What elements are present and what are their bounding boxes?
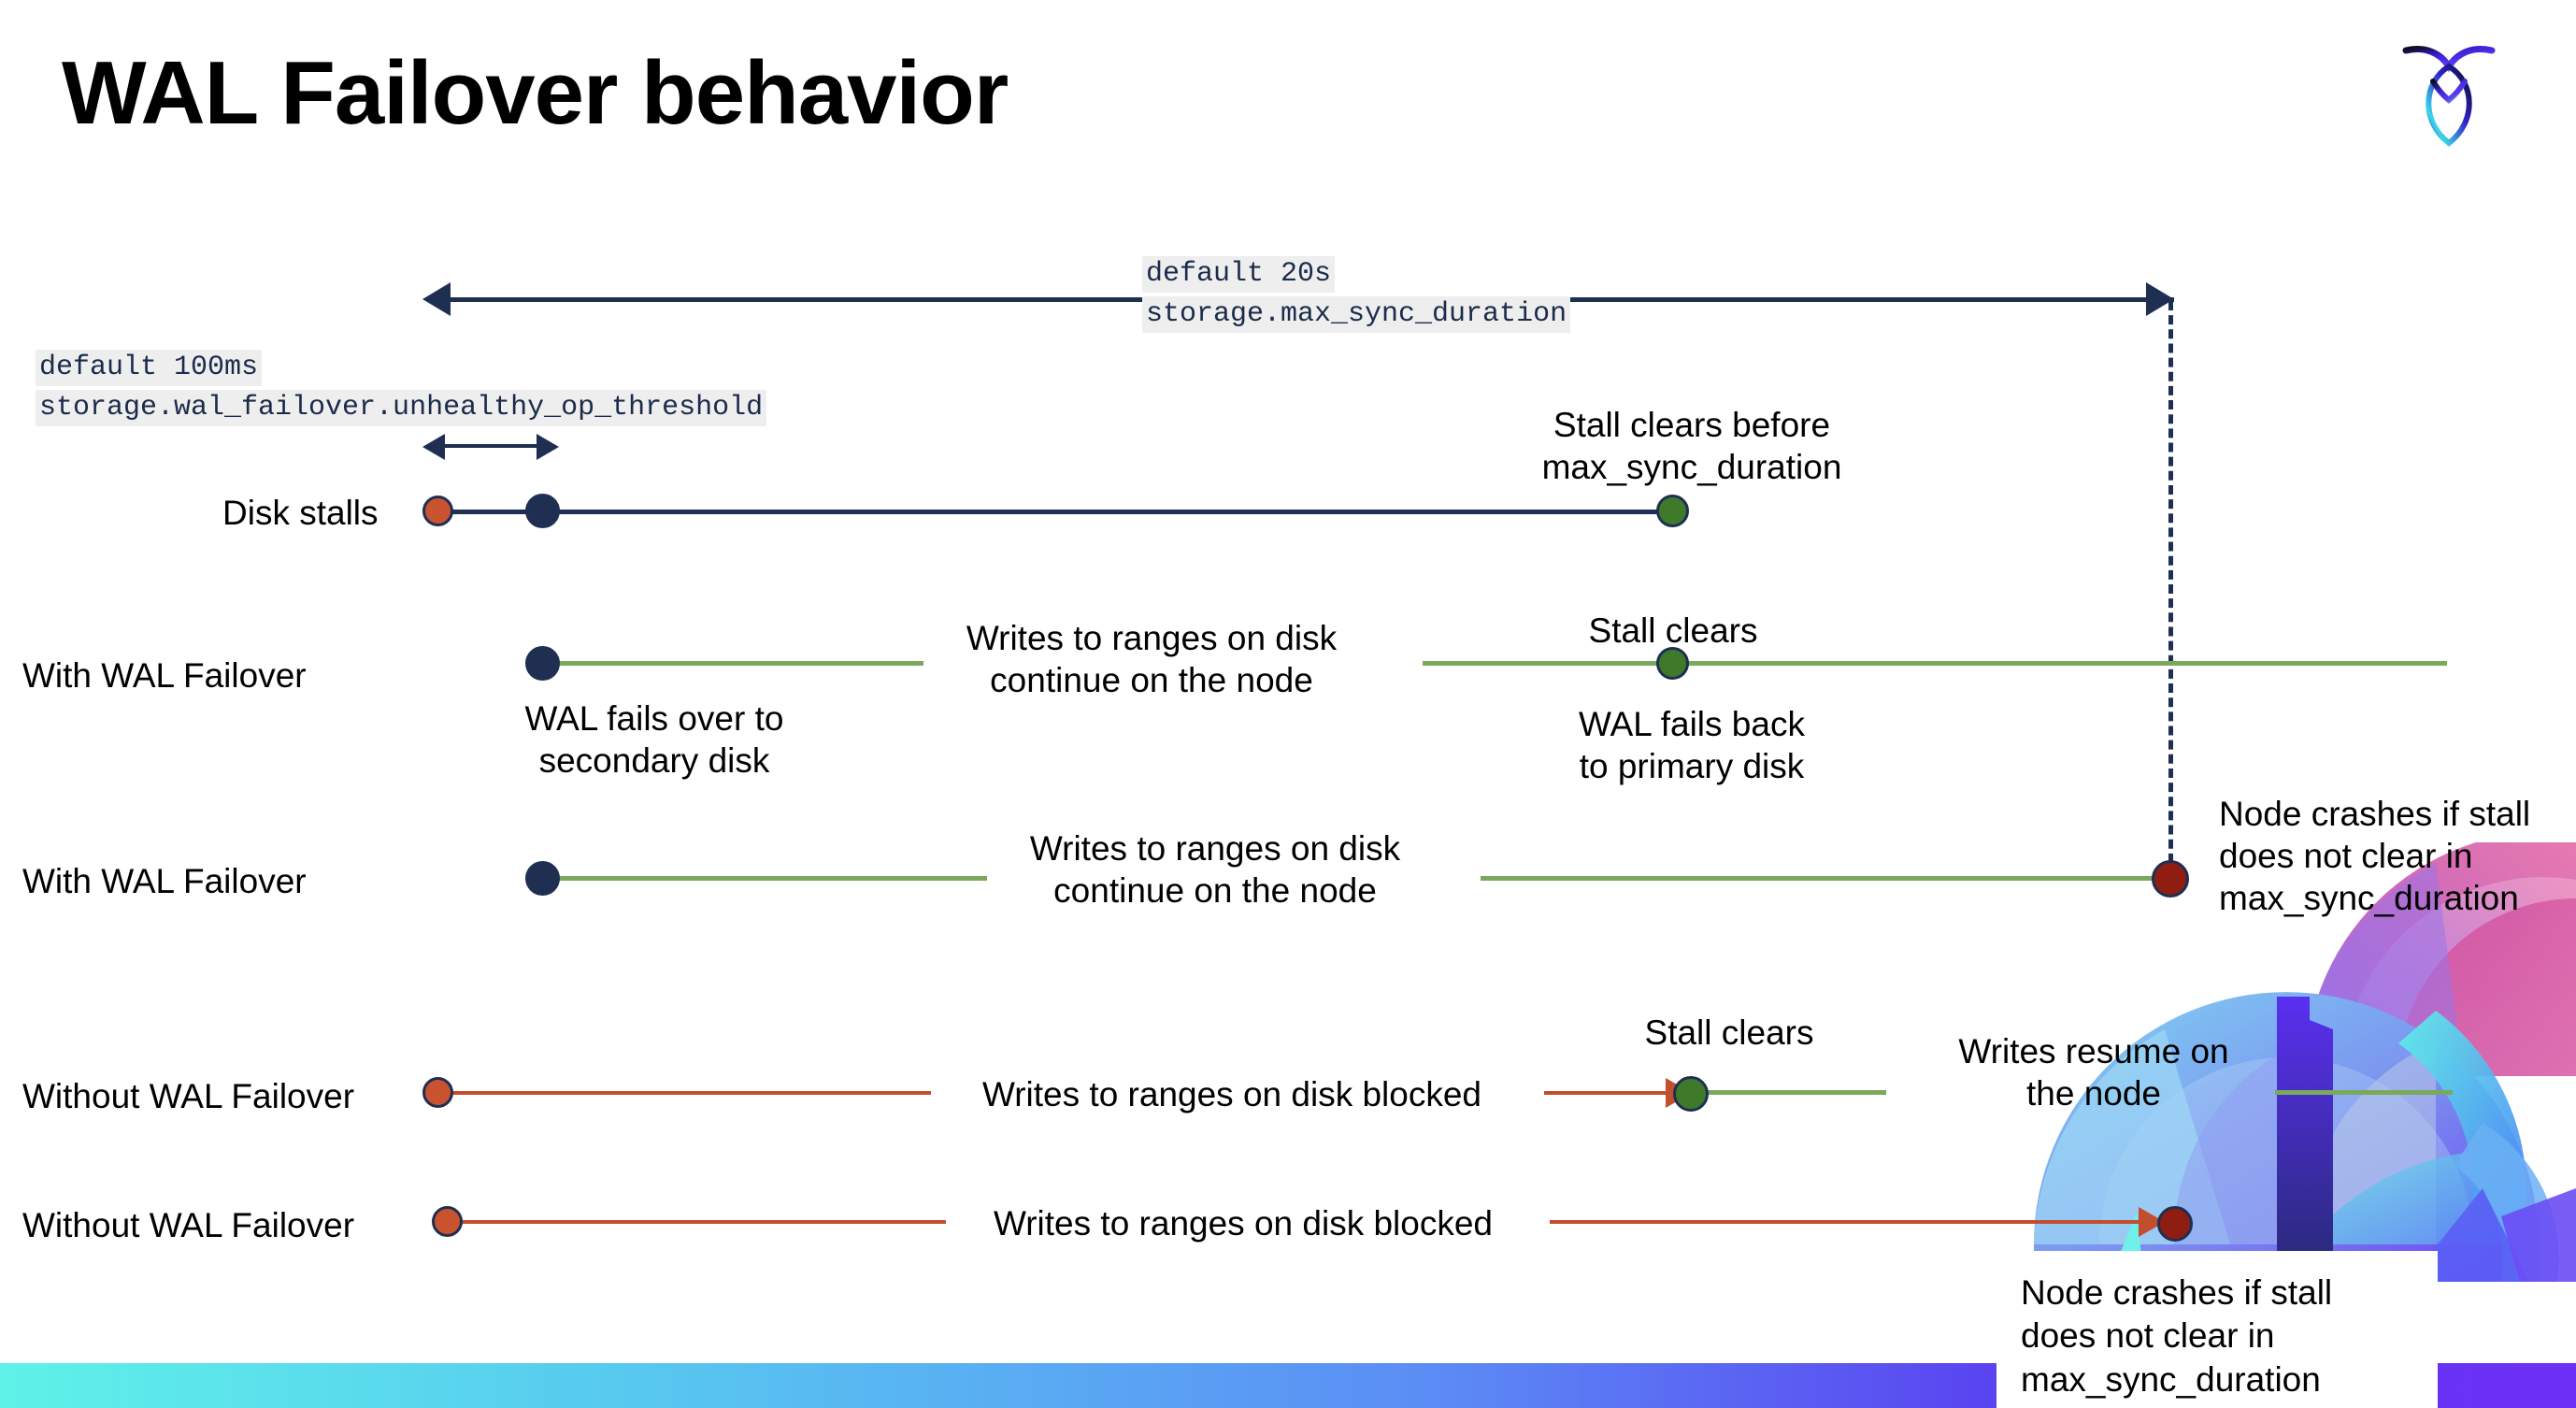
nwf1-start-dot (422, 1077, 453, 1108)
annot-node-crashes-2: Node crashes if stall does not clear in … (1996, 1251, 2438, 1408)
annot-node-crashes-1: Node crashes if stall does not clear in … (2219, 795, 2531, 918)
annot-writes-blocked-1: Writes to ranges on disk blocked (981, 1075, 1482, 1113)
wf2-failover-dot (525, 861, 560, 896)
wf1-failover-dot (525, 646, 560, 681)
row-label-with-wal-failover-2: With WAL Failover (22, 862, 307, 900)
annot-stall-clears-1: Stall clears (1588, 611, 1758, 650)
nwf2-blocked-right (1550, 1220, 2157, 1224)
nwf1-resume-segment-far (2275, 1090, 2453, 1095)
row-label-disk-stalls: Disk stalls (222, 494, 379, 532)
wf2-segment-right (1481, 876, 2172, 881)
wf1-segment-right (1423, 661, 2447, 666)
disk-stalls-clear-dot (1656, 495, 1689, 527)
row-label-with-wal-failover-1: With WAL Failover (22, 656, 307, 695)
annot-writes-resume: Writes resume on the node (1958, 1032, 2229, 1113)
row-label-without-wal-failover-2: Without WAL Failover (22, 1206, 355, 1244)
annot-wal-fails-over: WAL fails over to secondary disk (524, 699, 784, 781)
cockroachdb-logo (2397, 33, 2500, 150)
disk-stalls-start-dot (422, 496, 453, 526)
page-title: WAL Failover behavior (62, 43, 1009, 143)
nwf2-blocked-left (460, 1220, 946, 1224)
nwf2-start-dot (432, 1206, 463, 1237)
annot-writes-blocked-2: Writes to ranges on disk blocked (993, 1204, 1494, 1243)
max-sync-left-arrowhead (422, 282, 451, 316)
nwf1-stall-clear-dot (1673, 1076, 1709, 1112)
unhealthy-left-arrowhead (422, 434, 445, 460)
nwf2-crash-dot (2157, 1206, 2193, 1242)
annot-wal-fails-back: WAL fails back to primary disk (1579, 705, 1805, 786)
annot-stall-clears-before: Stall clears before max_sync_duration (1541, 406, 1842, 487)
row-label-without-wal-failover-1: Without WAL Failover (22, 1077, 355, 1115)
nwf1-blocked-left (449, 1091, 931, 1095)
wf2-crash-dot (2152, 860, 2189, 898)
max-sync-name-chip: storage.max_sync_duration (1142, 296, 1571, 333)
disk-stalls-failover-dot (525, 494, 560, 528)
wf1-stall-clear-dot (1656, 647, 1689, 680)
max-sync-dashed-dropline (2168, 301, 2173, 877)
max-sync-default-chip: default 20s (1142, 256, 1336, 293)
annot-stall-clears-2: Stall clears (1644, 1013, 1814, 1052)
nwf1-resume-segment (1703, 1090, 1886, 1095)
disk-stalls-timeline (432, 510, 1675, 514)
annot-writes-continue-1: Writes to ranges on disk continue on the… (966, 619, 1338, 700)
annot-writes-continue-2: Writes to ranges on disk continue on the… (1029, 829, 1401, 911)
wf1-segment-left (550, 661, 923, 666)
nwf1-blocked-right (1544, 1091, 1686, 1095)
unhealthy-default-chip: default 100ms (36, 350, 263, 386)
wf2-segment-left (550, 876, 987, 881)
unhealthy-name-chip: storage.wal_failover.unhealthy_op_thresh… (36, 390, 767, 426)
unhealthy-right-arrowhead (537, 434, 559, 460)
unhealthy-span-line (443, 444, 537, 448)
